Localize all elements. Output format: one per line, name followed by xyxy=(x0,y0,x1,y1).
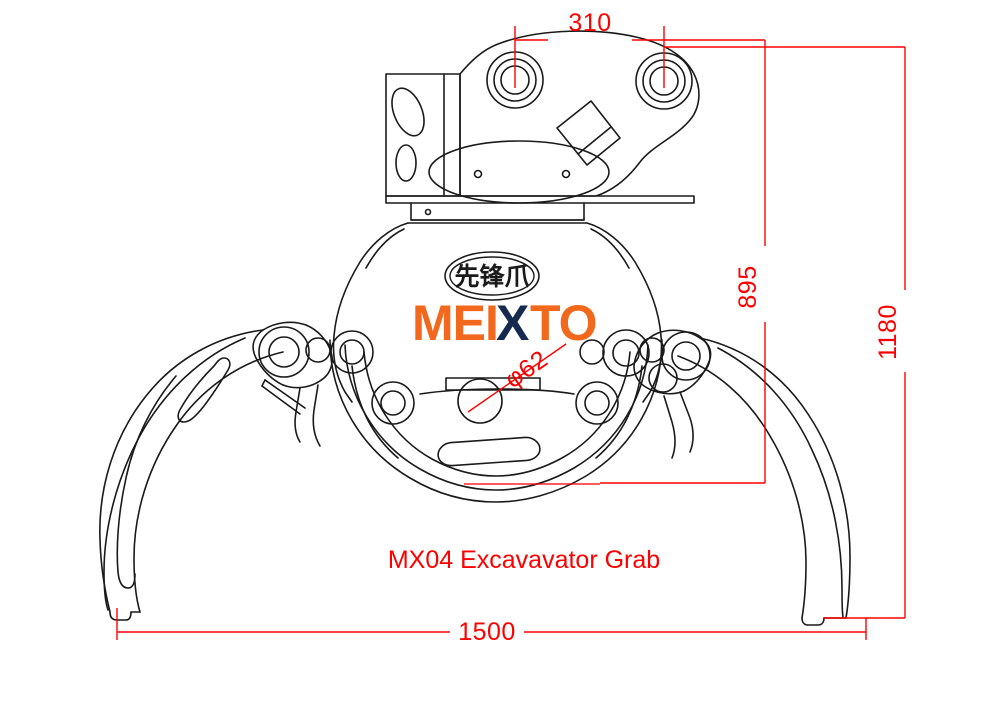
left-strut-a xyxy=(264,379,306,409)
brand-badge-inner-ring xyxy=(449,256,535,296)
tine-back-edges xyxy=(103,337,844,618)
left-back-edge xyxy=(103,337,246,611)
shell-inner-arc xyxy=(363,351,631,477)
dimension-lines-group xyxy=(116,26,906,640)
drawing-caption: MX04 Excavavator Grab xyxy=(388,546,660,574)
shell-mid-arc xyxy=(344,344,649,491)
left-rod-lower xyxy=(312,384,321,447)
bracket-web-hole-right xyxy=(561,169,571,179)
bracket-upper-arm xyxy=(459,30,700,197)
dim-895 xyxy=(600,40,766,484)
right-knuckle-boss-bore xyxy=(671,341,701,371)
brand-wordmark-x: X xyxy=(496,295,529,351)
body-right-inner xyxy=(590,228,630,269)
left-knuckle-boss-bore xyxy=(268,336,300,368)
right-rod-upper xyxy=(679,391,694,453)
right-lower-boss-outer xyxy=(575,381,619,425)
dim-phi62 xyxy=(467,343,567,413)
right-back-edge xyxy=(717,347,844,618)
bracket-slot-lower xyxy=(395,144,417,182)
bracket-left-plate xyxy=(385,73,461,197)
center-pin-boss xyxy=(457,378,503,424)
brand-badge-outer-ring xyxy=(444,251,540,301)
shell-relief-slot xyxy=(437,436,541,467)
dim-phi62-leader-line xyxy=(467,343,567,413)
dim-label-1500: 1500 xyxy=(458,618,516,646)
left-strut-cap xyxy=(261,379,266,387)
brand-badge-label: 先锋爪 xyxy=(454,262,530,291)
right-small-pin xyxy=(639,337,665,363)
right-second-boss-bore xyxy=(612,339,640,367)
right-tine-tip xyxy=(801,617,825,626)
left-second-boss-bore xyxy=(339,339,365,365)
body-left-inner xyxy=(365,228,405,269)
left-lower-boss-outer xyxy=(371,381,415,425)
bracket-base-flange xyxy=(385,195,695,204)
bracket-slot-upper xyxy=(391,87,425,137)
right-rod-lower xyxy=(663,395,676,459)
left-jaw-assembly xyxy=(99,321,415,621)
bracket-web-hole-left xyxy=(473,169,483,179)
body-left-profile xyxy=(332,222,409,403)
bracket-base-collar xyxy=(410,202,585,221)
brand-wordmark-suffix: TO xyxy=(530,295,597,351)
shell-outer-arc xyxy=(329,339,663,503)
mounting-bracket xyxy=(385,30,700,221)
bracket-angled-boss-edge xyxy=(577,126,612,155)
dim-label-895: 895 xyxy=(734,265,762,308)
right-tine-outer-edge xyxy=(699,337,851,619)
right-arch-detail xyxy=(595,365,643,459)
right-link-pin xyxy=(648,363,678,393)
left-lower-boss-bore xyxy=(380,390,406,416)
left-strut-b xyxy=(261,385,301,415)
dim-label-310: 310 xyxy=(568,9,611,37)
left-tine-channel xyxy=(116,375,177,589)
right-link-plate-top xyxy=(633,329,701,395)
grab-body xyxy=(332,222,663,403)
dim-1500 xyxy=(116,608,867,640)
right-third-pin xyxy=(579,339,605,365)
dim-1180 xyxy=(824,47,906,619)
right-tine-inner-edge xyxy=(677,355,807,619)
left-tine-inner-edge xyxy=(133,351,284,613)
right-jaw-assembly xyxy=(575,329,851,626)
left-tine-slot xyxy=(177,357,231,423)
dim-label-1180: 1180 xyxy=(874,304,902,360)
brand-logo-group: 先锋爪 MEI X TO xyxy=(412,251,598,351)
grab-lower-shell xyxy=(329,339,663,503)
left-rod-upper xyxy=(294,387,301,443)
left-knuckle-boss-outer xyxy=(258,326,310,378)
bracket-angled-boss xyxy=(556,100,621,166)
brand-wordmark-prefix: MEI xyxy=(412,295,498,351)
left-link-plate-bottom xyxy=(252,329,284,386)
dim-label-phi62: φ62 xyxy=(500,345,553,394)
right-lower-boss-bore xyxy=(584,390,610,416)
center-web-edge xyxy=(419,388,575,395)
left-arch-detail xyxy=(351,365,399,459)
right-knuckle-boss-outer xyxy=(661,331,711,381)
dim-310 xyxy=(514,26,765,88)
bracket-collar-bolt xyxy=(424,208,432,216)
grab-outline-group xyxy=(99,30,851,626)
left-tine-outer-edge xyxy=(99,329,264,613)
left-tine-tip xyxy=(109,611,132,621)
